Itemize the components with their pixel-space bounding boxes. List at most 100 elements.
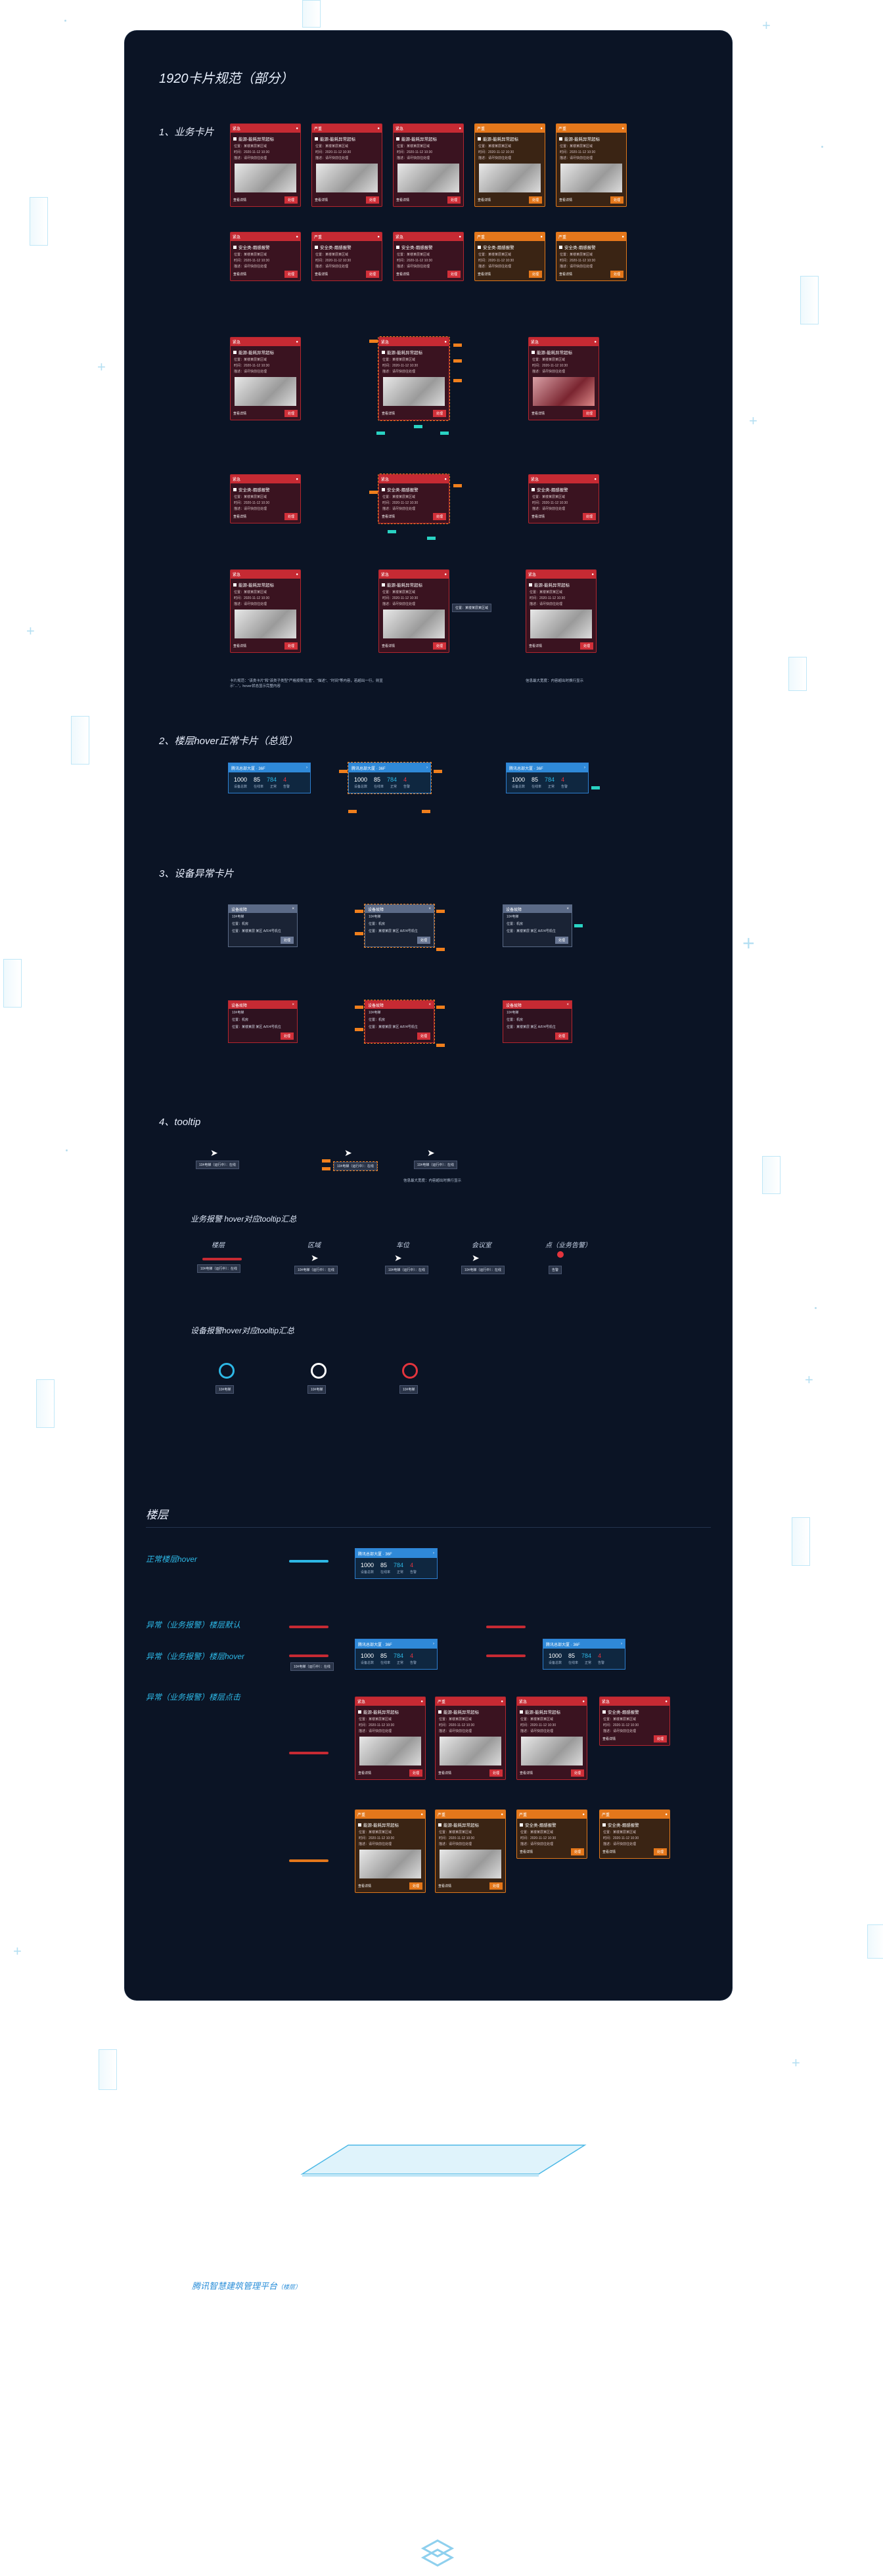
handle-button[interactable]: 处理 xyxy=(409,1769,422,1777)
business-card-compact[interactable]: 严重● 安全类-烟感报警 位置：某楼某层某区域时间：2020-11-12 10:… xyxy=(474,232,545,281)
handle-button[interactable]: 处理 xyxy=(555,1033,568,1040)
floor-bar[interactable] xyxy=(486,1654,526,1657)
handle-button[interactable]: 处理 xyxy=(570,1769,584,1777)
handle-button[interactable]: 处理 xyxy=(653,1735,667,1743)
device-fault-card-hover[interactable]: 设备故障× 10#电梯位置：机房位置：某楼某层 某区 A/F/4号机位 处理 xyxy=(503,904,572,947)
business-card[interactable]: 严重● 能源-能耗异常超标 位置：某楼某层某区域时间：2020-11-12 10… xyxy=(355,1810,426,1893)
spacing-marker xyxy=(414,425,422,428)
handle-button[interactable]: 处理 xyxy=(432,410,446,417)
floor-bar[interactable] xyxy=(289,1560,328,1563)
device-point-icon[interactable] xyxy=(219,1363,235,1379)
handle-button[interactable]: 处理 xyxy=(409,1882,422,1890)
handle-button[interactable]: 处理 xyxy=(284,410,298,417)
handle-button[interactable]: 处理 xyxy=(570,1848,584,1855)
alarm-point-icon[interactable] xyxy=(557,1251,564,1258)
handle-button[interactable]: 处理 xyxy=(582,410,596,417)
device-point-icon[interactable] xyxy=(311,1363,327,1379)
business-card-multiline[interactable]: 紧急● 能源-能耗异常超标 位置：某楼某层某区域时间：2020-11-12 10… xyxy=(230,569,301,653)
business-card[interactable]: 紧急● 能源-能耗异常超标 位置：某楼某层某区域时间：2020-11-12 10… xyxy=(355,1697,426,1780)
spacing-marker xyxy=(355,910,363,913)
floor-bar[interactable] xyxy=(202,1258,242,1260)
business-card-compact[interactable]: 严重● 安全类-烟感报警 位置：某楼某层某区域时间：2020-11-12 10:… xyxy=(311,232,382,281)
business-card[interactable]: 严重● 能源-能耗异常超标 位置：某楼某层某区域时间：2020-11-12 10… xyxy=(435,1810,506,1893)
device-point-icon[interactable] xyxy=(402,1363,418,1379)
handle-button[interactable]: 处理 xyxy=(582,513,596,520)
decor-dot xyxy=(815,1307,817,1309)
handle-button[interactable]: 处理 xyxy=(610,271,623,278)
device-alarm-card-measured[interactable]: 设备故障× 10#电梯位置：机房位置：某楼某层 某区 A/F/4号机位 处理 xyxy=(364,1000,435,1044)
decor-cube xyxy=(867,1924,883,1959)
decor-cube xyxy=(302,0,321,28)
cursor-icon: ➤ xyxy=(311,1253,319,1263)
spacing-marker xyxy=(440,432,449,435)
handle-button[interactable]: 处理 xyxy=(447,271,461,278)
business-card-compact[interactable]: 严重● 安全类-烟感报警 位置：某楼某层某区域时间：2020-11-12 10:… xyxy=(556,232,627,281)
floor-bar[interactable] xyxy=(486,1626,526,1628)
decor-plus: + xyxy=(26,623,35,639)
business-card-multiline-hover[interactable]: 紧急● 能源-能耗异常超标 位置：某楼某层某区域时间：2020-11-12 10… xyxy=(378,569,449,653)
business-card-compact[interactable]: 严重● 安全类-烟感报警 位置：某楼某层某区域时间：2020-11-12 10:… xyxy=(516,1810,587,1859)
handle-button[interactable]: 处理 xyxy=(432,513,446,520)
handle-button[interactable]: 处理 xyxy=(555,937,568,944)
business-card-compact-hover[interactable]: 紧急● 安全类-烟感报警 位置：某楼某层某区域时间：2020-11-12 10:… xyxy=(528,474,599,523)
handle-button[interactable]: 处理 xyxy=(365,271,379,278)
business-card-compact[interactable]: 紧急● 安全类-烟感报警 位置：某楼某层某区域时间：2020-11-12 10:… xyxy=(599,1697,670,1746)
floor-bar[interactable] xyxy=(289,1654,328,1657)
business-card[interactable]: 严重● 能源-能耗异常超标 位置：某楼某层某区域时间：2020-11-12 10… xyxy=(435,1697,506,1780)
handle-button[interactable]: 处理 xyxy=(284,196,298,204)
business-card-multiline-wrap[interactable]: 紧急● 能源-能耗异常超标 位置：某楼某层某区域时间：2020-11-12 10… xyxy=(526,569,597,653)
handle-button[interactable]: 处理 xyxy=(284,271,298,278)
device-alarm-card[interactable]: 设备故障× 10#电梯位置：机房位置：某楼某层 某区 A/F/4号机位 处理 xyxy=(228,1000,298,1043)
spacing-marker xyxy=(453,379,462,382)
handle-button[interactable]: 处理 xyxy=(417,937,430,944)
floor-bar[interactable] xyxy=(289,1626,328,1628)
handle-button[interactable]: 处理 xyxy=(284,642,298,650)
floor-bar[interactable] xyxy=(289,1752,328,1754)
divider xyxy=(146,1527,711,1528)
business-card-spec[interactable]: 紧急● 能源-能耗异常超标 位置：某楼某层某区域时间：2020-11-12 10… xyxy=(230,337,301,420)
business-card[interactable]: 紧急● 能源-能耗异常超标 位置：某楼某层某区域时间：2020-11-12 10… xyxy=(516,1697,587,1780)
business-card[interactable]: 严重● 能源-能耗异常超标 位置：某楼某层某区域时间：2020-11-12 10… xyxy=(311,123,382,207)
handle-button[interactable]: 处理 xyxy=(610,196,623,204)
handle-button[interactable]: 处理 xyxy=(653,1848,667,1855)
handle-button[interactable]: 处理 xyxy=(489,1882,503,1890)
business-card[interactable]: 严重● 能源-能耗异常超标 位置：某楼某层某区域时间：2020-11-12 10… xyxy=(474,123,545,207)
handle-button[interactable]: 处理 xyxy=(365,196,379,204)
business-card-hover[interactable]: 紧急● 能源-能耗异常超标 位置：某楼某层某区域时间：2020-11-12 10… xyxy=(528,337,599,420)
handle-button[interactable]: 处理 xyxy=(284,513,298,520)
business-card[interactable]: 严重● 能源-能耗异常超标 位置：某楼某层某区域时间：2020-11-12 10… xyxy=(556,123,627,207)
business-card-compact[interactable]: 严重● 安全类-烟感报警 位置：某楼某层某区域时间：2020-11-12 10:… xyxy=(599,1810,670,1859)
handle-button[interactable]: 处理 xyxy=(528,271,542,278)
handle-button[interactable]: 处理 xyxy=(528,196,542,204)
handle-button[interactable]: 处理 xyxy=(579,642,593,650)
device-photo xyxy=(479,164,541,192)
floor-bar[interactable] xyxy=(289,1859,328,1862)
device-photo xyxy=(397,164,459,192)
handle-button[interactable]: 处理 xyxy=(489,1769,503,1777)
business-card-measured[interactable]: 紧急● 能源-能耗异常超标 位置：某楼某层某区域时间：2020-11-12 10… xyxy=(378,336,450,421)
device-fault-card-measured[interactable]: 设备故障× 10#电梯位置：机房位置：某楼某层 某区 A/F/4号机位 处理 xyxy=(364,904,435,948)
handle-button[interactable]: 处理 xyxy=(280,1033,294,1040)
handle-button[interactable]: 处理 xyxy=(432,642,446,650)
business-card[interactable]: 紧急● 能源-能耗异常超标 位置：某楼某层某区域时间：2020-11-12 10… xyxy=(230,123,301,207)
spec-note: 信息最大宽度：内容超出时换行显示 xyxy=(403,1179,462,1183)
floor-label: 异常（业务报警）楼层点击 xyxy=(146,1693,241,1702)
business-card-compact[interactable]: 紧急● 安全类-烟感报警 位置：某楼某层某区域时间：2020-11-12 10:… xyxy=(393,232,464,281)
device-fault-card[interactable]: 设备故障× 10#电梯位置：机房位置：某楼某层 某区 A/F/4号机位 处理 xyxy=(228,904,298,947)
business-card-compact[interactable]: 紧急● 安全类-烟感报警 位置：某楼某层某区域时间：2020-11-12 10:… xyxy=(230,232,301,281)
handle-button[interactable]: 处理 xyxy=(447,196,461,204)
business-card-compact-spec[interactable]: 紧急● 安全类-烟感报警 位置：某楼某层某区域时间：2020-11-12 10:… xyxy=(230,474,301,523)
business-card[interactable]: 紧急● 能源-能耗异常超标 位置：某楼某层某区域时间：2020-11-12 10… xyxy=(393,123,464,207)
business-card-compact-measured[interactable]: 紧急● 安全类-烟感报警 位置：某楼某层某区域时间：2020-11-12 10:… xyxy=(378,474,450,524)
decor-plus: + xyxy=(742,931,755,955)
handle-button[interactable]: 处理 xyxy=(280,937,294,944)
spacing-marker xyxy=(322,1159,330,1163)
handle-button[interactable]: 处理 xyxy=(417,1033,430,1040)
device-alarm-card-hover[interactable]: 设备故障× 10#电梯位置：机房位置：某楼某层 某区 A/F/4号机位 处理 xyxy=(503,1000,572,1043)
